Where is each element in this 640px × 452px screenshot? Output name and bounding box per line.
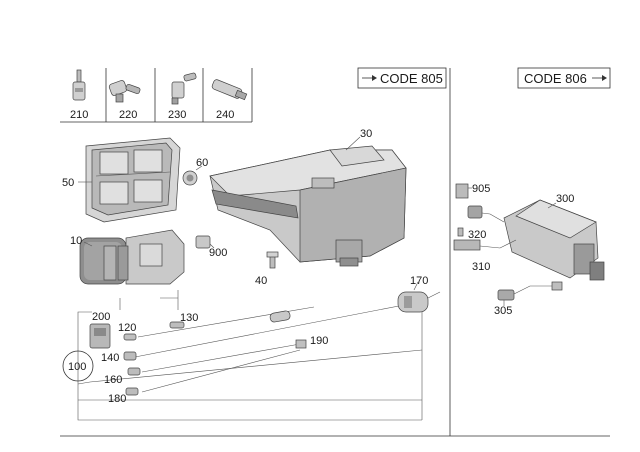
code-806-link[interactable]: CODE 806 — [517, 67, 611, 89]
callout-40: 40 — [255, 275, 267, 287]
part-label-240: 240 — [216, 109, 234, 121]
control-unit-10[interactable] — [79, 229, 185, 285]
housing-30[interactable] — [209, 145, 407, 267]
callout-190: 190 — [310, 335, 328, 347]
cable-group-bracket — [77, 290, 423, 421]
terminal-160[interactable] — [127, 367, 141, 376]
callout-130: 130 — [180, 312, 198, 324]
part-label-230: 230 — [168, 109, 186, 121]
plug-900[interactable] — [195, 235, 211, 249]
callout-50: 50 — [62, 177, 74, 189]
callout-circle-100 — [62, 350, 94, 382]
callout-320: 320 — [468, 229, 486, 241]
screw-320[interactable] — [457, 227, 464, 237]
terminal-140[interactable] — [123, 351, 137, 361]
callout-180: 180 — [108, 393, 126, 405]
callout-100: 100 — [68, 361, 86, 373]
module-300[interactable] — [503, 199, 605, 281]
cap-60[interactable] — [182, 170, 198, 186]
bracket-905[interactable] — [455, 183, 469, 199]
terminal-130[interactable] — [169, 321, 185, 329]
relay-200[interactable] — [89, 323, 111, 349]
bracket-panel-50[interactable] — [85, 137, 181, 223]
callout-300: 300 — [556, 193, 574, 205]
code-805-link[interactable]: CODE 805 — [357, 67, 447, 89]
terminal-180[interactable] — [125, 387, 139, 396]
sensor-170[interactable] — [397, 291, 441, 313]
callout-140: 140 — [101, 352, 119, 364]
code-805-label: CODE 805 — [380, 71, 443, 86]
callout-905: 905 — [472, 183, 490, 195]
callout-900: 900 — [209, 247, 227, 259]
callout-305: 305 — [494, 305, 512, 317]
callout-160: 160 — [104, 374, 122, 386]
screw-40[interactable] — [266, 251, 279, 269]
small-parts-grid — [60, 68, 253, 123]
callout-60: 60 — [196, 157, 208, 169]
ferrite-bead[interactable] — [269, 310, 291, 323]
wires — [134, 304, 405, 393]
harness-310[interactable] — [453, 205, 517, 251]
code-806-label: CODE 806 — [524, 71, 587, 86]
callout-30: 30 — [360, 128, 372, 140]
callout-310: 310 — [472, 261, 490, 273]
connector-190[interactable] — [295, 339, 307, 349]
elbow-connector-220-icon[interactable] — [108, 80, 141, 103]
callout-170: 170 — [410, 275, 428, 287]
part-label-210: 210 — [70, 109, 88, 121]
connector-210-icon[interactable] — [72, 69, 86, 101]
part-label-220: 220 — [119, 109, 137, 121]
callout-10: 10 — [70, 235, 82, 247]
elbow-connector-230-icon[interactable] — [171, 72, 197, 105]
callout-120: 120 — [118, 322, 136, 334]
terminal-120[interactable] — [123, 333, 137, 341]
callout-200: 200 — [92, 311, 110, 323]
straight-connector-240-icon[interactable] — [211, 79, 248, 101]
cable-305[interactable] — [497, 281, 563, 301]
